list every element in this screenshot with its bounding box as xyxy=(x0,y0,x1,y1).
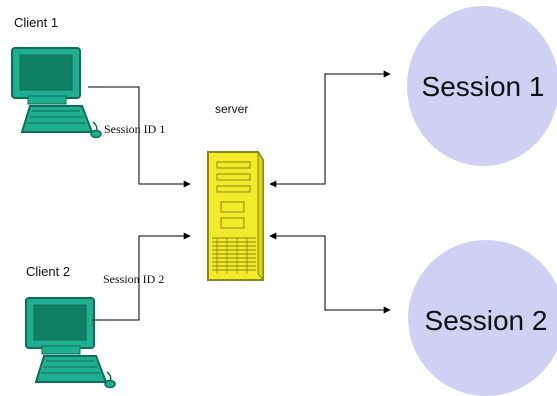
session-2-label: Session 2 xyxy=(425,305,548,336)
session-id-1-label: Session ID 1 xyxy=(104,122,165,136)
client-1-label: Client 1 xyxy=(14,15,58,30)
session-2-node: Session 2 xyxy=(408,240,557,396)
server-tower-icon xyxy=(207,150,264,282)
session-id-2-label: Session ID 2 xyxy=(103,272,164,286)
client-2-label: Client 2 xyxy=(26,264,70,279)
server-to-session-2-connector xyxy=(269,232,391,314)
client-2-group: Client 2 Session ID 2 xyxy=(25,264,164,389)
computer-icon xyxy=(11,47,102,139)
session-1-label: Session 1 xyxy=(422,71,545,102)
session-1-node: Session 1 xyxy=(407,6,557,166)
server-label: server xyxy=(215,102,248,116)
server-group: server xyxy=(207,102,264,282)
connection-lines xyxy=(88,70,391,321)
client-1-to-server-connector xyxy=(88,86,191,188)
client-2-to-server-connector xyxy=(92,232,191,321)
server-to-session-1-connector xyxy=(269,70,391,188)
computer-icon xyxy=(25,297,116,389)
client-1-group: Client 1 Session ID 1 xyxy=(11,15,165,139)
